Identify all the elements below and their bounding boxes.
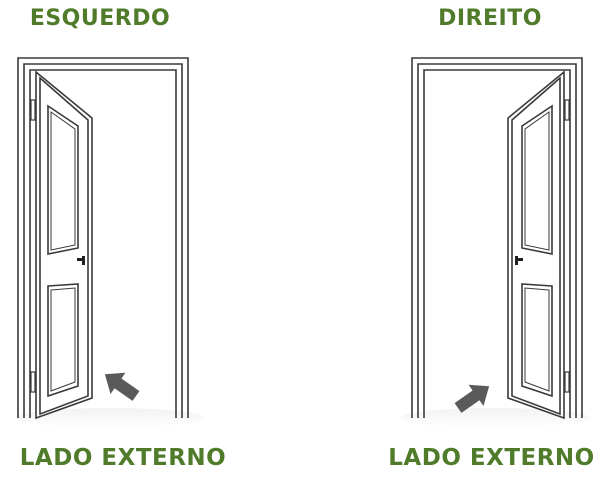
hinge-bottom — [564, 371, 570, 393]
door-handle-icon — [515, 256, 523, 265]
arrow-icon — [454, 384, 490, 413]
right-door-title: DIREITO — [438, 6, 542, 31]
right-side-label: LADO EXTERNO — [388, 445, 595, 471]
left-door-illustration — [15, 57, 205, 428]
hinge-top — [564, 99, 570, 121]
hinge-bottom — [30, 371, 36, 393]
left-side-label: LADO EXTERNO — [19, 445, 227, 471]
door-leaf — [507, 70, 565, 420]
right-door-illustration — [400, 57, 590, 428]
left-door-title: ESQUERDO — [29, 6, 171, 31]
floor-shadow — [15, 408, 205, 428]
arrow-icon — [104, 372, 140, 401]
hinge-top — [30, 99, 36, 121]
door-frame — [17, 57, 189, 418]
door-leaf — [35, 70, 93, 420]
door-frame — [411, 57, 583, 418]
door-handle-icon — [77, 256, 85, 265]
floor-shadow — [400, 408, 590, 428]
